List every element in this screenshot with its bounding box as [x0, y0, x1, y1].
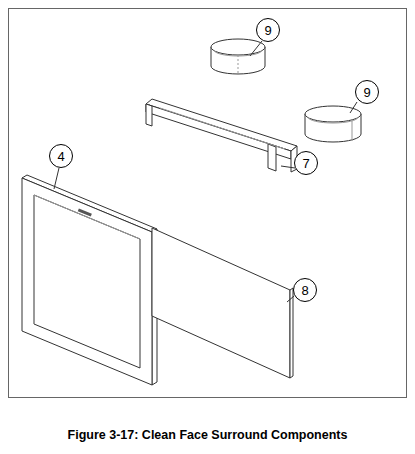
callout-number: 4: [57, 150, 64, 163]
callout-circle: 8: [293, 278, 317, 302]
callout-number: 9: [264, 24, 271, 37]
callout-circle: 7: [294, 151, 318, 175]
leader-line: [54, 41, 357, 302]
callout-number: 8: [301, 284, 308, 297]
callout-circle: 9: [355, 80, 379, 104]
figure-caption: Figure 3-17: Clean Face Surround Compone…: [0, 428, 415, 442]
figure-border: [9, 9, 407, 398]
collar-ring: [211, 39, 265, 74]
glass-panel: [152, 228, 293, 378]
callout-number: 9: [363, 86, 370, 99]
collar-ring: [305, 106, 361, 142]
callout-circle: 4: [49, 144, 73, 168]
callout-circle: 9: [256, 18, 280, 42]
surround-frame: [22, 175, 157, 385]
top-channel: [146, 99, 297, 172]
callout-number: 7: [302, 157, 309, 170]
